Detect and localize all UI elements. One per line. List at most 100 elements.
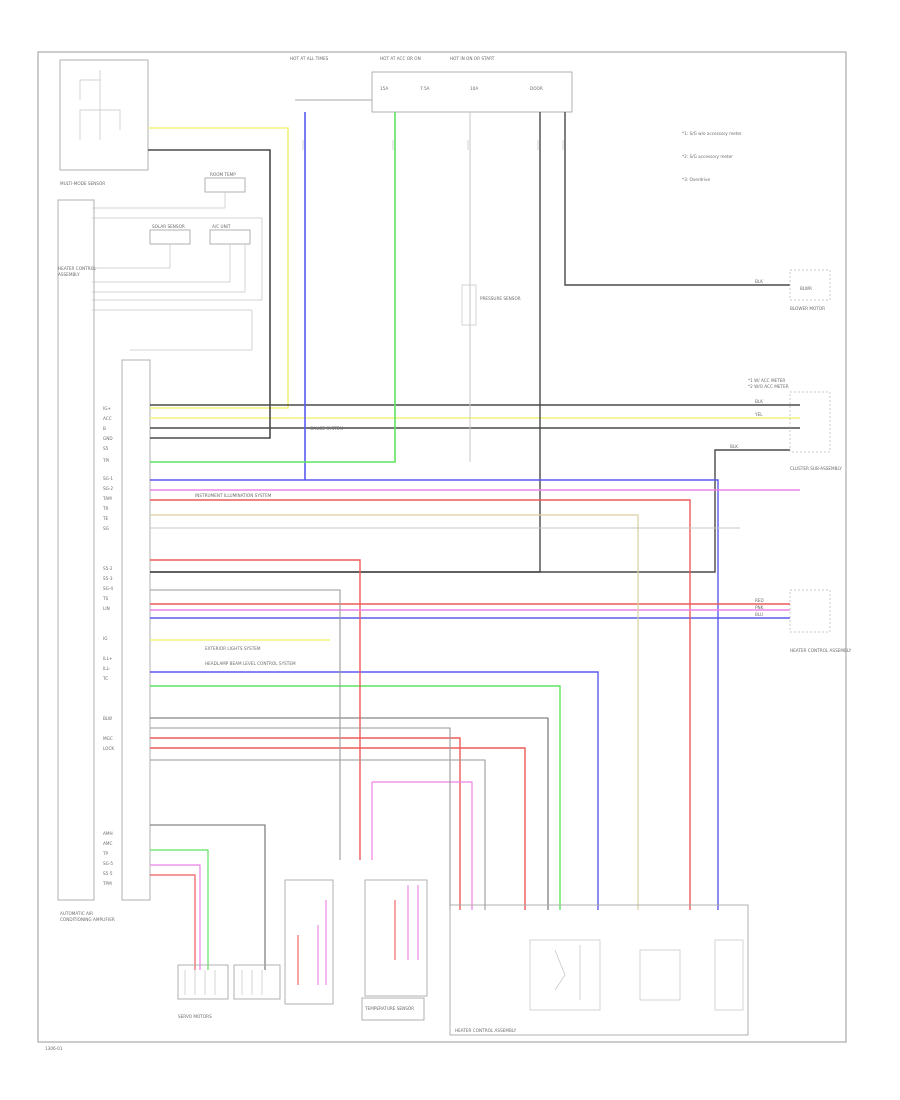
svg-text:HEATER CONTROL ASSEMBLY: HEATER CONTROL ASSEMBLY: [790, 648, 852, 653]
bottom-component-heater: HEATER CONTROL ASSEMBLY: [449, 904, 749, 1036]
svg-text:TE: TE: [102, 516, 109, 521]
svg-text:GAUGE SYSTEM: GAUGE SYSTEM: [310, 426, 343, 431]
wire-black-1: [148, 149, 271, 439]
svg-text:SERVO MOTORS: SERVO MOTORS: [178, 1014, 212, 1019]
svg-text:10A: 10A: [470, 86, 478, 91]
svg-text:TPI: TPI: [102, 458, 109, 463]
svg-text:BLW: BLW: [103, 716, 112, 721]
svg-text:EXTERIOR LIGHTS SYSTEM: EXTERIOR LIGHTS SYSTEM: [205, 646, 261, 651]
svg-text:TS: TS: [102, 596, 109, 601]
svg-text:AMC: AMC: [103, 841, 112, 846]
svg-text:BLU: BLU: [755, 612, 763, 617]
bottom-connector-servo-1: [177, 964, 229, 1000]
svg-text:LOCK: LOCK: [103, 746, 114, 751]
svg-text:TP: TP: [102, 851, 109, 856]
bottom-connector-pressure: TEMPERATURE SENSOR: [361, 879, 428, 1021]
svg-text:YEL: YEL: [754, 412, 763, 417]
bottom-connector-3: [284, 879, 334, 1005]
svg-text:BLK: BLK: [730, 444, 738, 449]
svg-text:CLUSTER SUB-ASSEMBLY: CLUSTER SUB-ASSEMBLY: [790, 466, 842, 471]
diagram-frame: [37, 51, 847, 1043]
wire-yellow-1: [148, 127, 289, 409]
fuse-label: 15A: [380, 86, 388, 91]
svg-text:S5-2: S5-2: [103, 566, 113, 571]
svg-text:HEADLAMP BEAM LEVEL CONTROL SY: HEADLAMP BEAM LEVEL CONTROL SYSTEM: [205, 661, 296, 666]
svg-text:INSTRUMENT ILLUMINATION SYSTEM: INSTRUMENT ILLUMINATION SYSTEM: [195, 493, 272, 498]
svg-text:S5-3: S5-3: [103, 576, 113, 581]
svg-text:ASSEMBLY: ASSEMBLY: [58, 272, 80, 277]
right-connector-3: HEATER CONTROL ASSEMBLY: [789, 589, 852, 653]
svg-text:BLK: BLK: [755, 399, 763, 404]
svg-text:ACC: ACC: [103, 416, 112, 421]
wire-green-2: [150, 685, 561, 910]
svg-text:DOOR: DOOR: [530, 86, 543, 91]
wire-black-5: [564, 112, 790, 286]
wire-black-8: [150, 824, 266, 970]
wire-pink-5: [150, 864, 201, 970]
svg-text:TAM: TAM: [102, 496, 112, 501]
right-connector-2: *1 W/ ACC METER *2 W/O ACC METER CLUSTER…: [748, 378, 842, 471]
svg-text:SG-5: SG-5: [103, 861, 113, 866]
svg-text:TR: TR: [102, 506, 109, 511]
control-module-connector: AUTOMATIC AIR CONDITIONING AMPLIFIER HEA…: [57, 199, 151, 922]
svg-text:BLOWER MOTOR: BLOWER MOTOR: [790, 306, 825, 311]
svg-text:IG+: IG+: [103, 406, 111, 411]
svg-text:TC: TC: [102, 676, 108, 681]
svg-text:CONDITIONING AMPLIFIER: CONDITIONING AMPLIFIER: [60, 917, 115, 922]
svg-text:S5: S5: [103, 446, 109, 451]
svg-text:AUTOMATIC AIR: AUTOMATIC AIR: [60, 911, 93, 916]
wire-red-5: [150, 747, 526, 910]
wire-black-7: [150, 717, 549, 910]
svg-text:SG-2: SG-2: [103, 486, 113, 491]
svg-text:LIN: LIN: [103, 606, 110, 611]
legend-item-2: *2: S/G accessory meter: [682, 154, 733, 159]
svg-text:7.5A: 7.5A: [420, 86, 430, 91]
legend: *1: S/G w/o accessory meter *2: S/G acce…: [682, 131, 742, 182]
svg-text:SG-1: SG-1: [103, 476, 113, 481]
svg-text:ILL+: ILL+: [103, 656, 113, 661]
svg-text:HOT IN ON OR START: HOT IN ON OR START: [450, 56, 495, 61]
page-code: 1306-01: [45, 1046, 63, 1051]
legend-item-3: *3: Overdrive: [682, 177, 711, 182]
wire-gray-1: [150, 589, 341, 860]
wire-green-1: [150, 112, 396, 463]
svg-text:TPM: TPM: [102, 881, 112, 886]
wire-gray-2: [150, 727, 451, 910]
power-source-box: [371, 71, 573, 113]
svg-text:MGC: MGC: [103, 736, 113, 741]
svg-text:HOT AT ALL TIMES: HOT AT ALL TIMES: [290, 56, 329, 61]
svg-text:PNK: PNK: [755, 605, 764, 610]
legend-item-1: *1: S/G w/o accessory meter: [682, 131, 742, 136]
svg-text:A/C UNIT: A/C UNIT: [212, 224, 231, 229]
svg-text:HEATER CONTROL ASSEMBLY: HEATER CONTROL ASSEMBLY: [455, 1028, 517, 1033]
svg-text:ROOM TEMP: ROOM TEMP: [210, 172, 236, 177]
wire-black-6: [150, 449, 790, 573]
small-sensor-boxes: ROOM TEMP SOLAR SENSOR A/C UNIT: [92, 172, 263, 351]
svg-text:*2 W/O ACC METER: *2 W/O ACC METER: [748, 384, 789, 389]
wire-tan-1: [150, 514, 639, 910]
wire-pink-3: [372, 781, 473, 910]
svg-text:BLWR: BLWR: [800, 286, 812, 291]
wire-red-2: [150, 559, 361, 860]
svg-text:B: B: [103, 426, 106, 431]
svg-text:S5-5: S5-5: [103, 871, 113, 876]
svg-text:ILL-: ILL-: [103, 666, 111, 671]
wire-blue-2: [150, 479, 719, 910]
svg-text:SOLAR SENSOR: SOLAR SENSOR: [152, 224, 185, 229]
svg-text:HEATER CONTROL: HEATER CONTROL: [58, 266, 97, 271]
svg-text:AMH: AMH: [103, 831, 113, 836]
wire-gray-3: [150, 759, 486, 910]
svg-text:GND: GND: [103, 436, 113, 441]
svg-text:HOT AT ACC OR ON: HOT AT ACC OR ON: [380, 56, 421, 61]
multi-sensor-component: MULTI-MODE SENSOR: [59, 59, 149, 186]
wire-red-4: [150, 737, 461, 910]
wire-black-4: [150, 112, 541, 573]
svg-text:*1 W/ ACC METER: *1 W/ ACC METER: [748, 378, 785, 383]
wire-red-1: [150, 499, 691, 910]
svg-text:SG: SG: [103, 526, 109, 531]
svg-text:PRESSURE SENSOR: PRESSURE SENSOR: [480, 296, 521, 301]
svg-text:MULTI-MODE SENSOR: MULTI-MODE SENSOR: [60, 181, 105, 186]
